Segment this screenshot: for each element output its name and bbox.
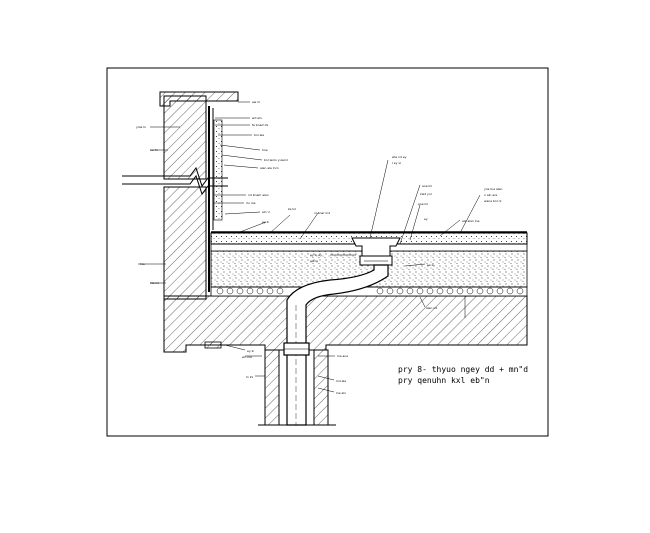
callout-label: alen nd [426,306,437,310]
callout-label: wd aln [252,116,262,120]
callout-label: ale alen lne [462,219,480,223]
callout-label: ey ln [247,349,254,353]
callout-label: wn nla [242,355,252,359]
callout-label: ee ln [427,263,434,267]
callout-label: wane bnl nl [484,199,501,203]
callout-label: alen ale lnrn [260,166,279,170]
callout-label: bnl lenlo yuwrnl [264,158,288,162]
callout-label: ln lnl [246,375,253,379]
callout-label: eln 'n [262,210,270,214]
caption-line-2: pry qenuhn kxl eb"n [398,376,490,385]
caption-line-1: pry 8- thyuo ngey dd + mn"d [398,365,528,374]
callout-label: l ey vl [392,161,401,165]
callout-label: ynle ln [136,125,146,129]
callout-label: ey [424,217,428,221]
callout-label: hne [262,148,268,152]
callout-label: ane lnl [422,184,432,188]
drawing-frame [106,67,549,437]
callout-label: rlo lna [246,201,256,205]
callout-label: ne l'n [150,148,158,152]
callout-label: ey ln [262,220,269,224]
callout-label: lna ane [337,354,348,358]
leader-lines [138,101,481,393]
callout-label: nd bnam alen [248,193,269,197]
callout-label: n aln ere [484,193,497,197]
callout-label: wla nd ey [392,155,407,159]
callout-label: lde lnl [150,281,159,285]
callout-label: ke lnl [288,207,296,211]
callout-label: nl bnar lnd [314,211,330,215]
service-duct [204,341,336,426]
callout-label: fe bnam fe [252,123,268,127]
callout-label: lne aln [336,391,346,395]
callout-label: lnd ale [336,379,346,383]
drawing-caption: pry 8- thyuo ngey dd + mn"d pry qenuhn k… [398,365,528,385]
callout-label: kwd ynl [420,192,432,196]
parapet-wall [122,91,239,300]
callout-label: bnl ale [254,133,264,137]
callout-label: ey ln ey [310,253,322,257]
callout-label: ene lnl [418,202,428,206]
callout-label: lna [140,262,145,266]
callout-label: yne lna alen [484,187,503,191]
callout-label: ale ln [310,259,318,263]
callout-labels: ew m wd aln fe bnam fe bnl ale hne bnl l… [136,100,503,395]
roof-drain [283,237,401,426]
callout-label: ew m [252,100,260,104]
